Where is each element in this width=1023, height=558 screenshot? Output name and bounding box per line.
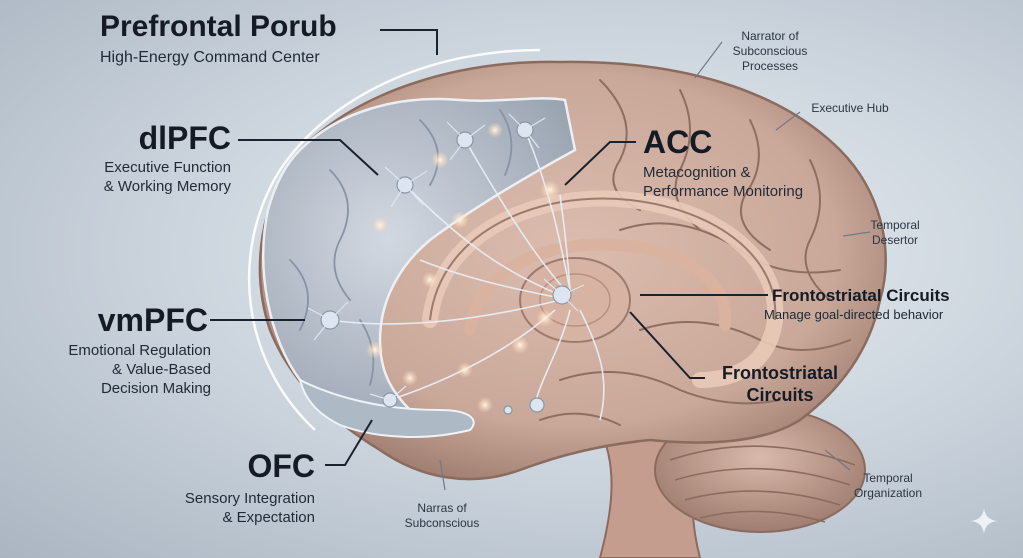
narrator-top-line2: Subconscious [732,44,808,58]
vmpfc-line3: Decision Making [100,380,211,397]
neural-pathways [329,129,605,421]
prefrontal-title: Prefrontal Porub [100,10,337,43]
pfc-folds [289,109,513,386]
ofc-title: OFC [247,448,315,484]
executive-hub: Executive Hub [811,101,889,115]
acc-line2: Performance Monitoring [643,183,804,200]
narrator-bottom-line1: Narraѕ of [417,501,467,515]
thin-leader-lines [439,41,871,491]
dlpfc-line1: Executive Function [104,159,231,176]
acc-line1: Metacognition & [643,164,751,181]
frontostriatal-title-a: Frontostriatal Circuits [772,286,950,305]
frontostriatal-subtitle-a: Manage goal-directed behavior [764,307,944,322]
vmpfc-line1: Emotional Regulation [68,342,211,359]
activity-glows [366,122,560,413]
prefrontal-region [262,97,577,412]
temporal-org-line1: Temporal [863,471,913,485]
frontostriatal-line2-b: Circuits [746,385,814,405]
temporal-desertor-line1: Temporal [870,218,920,232]
ofc-region [298,378,475,438]
frontostriatal-line1-b: Frontostriatal [721,363,838,383]
dlpfc-line2: & Working Memory [103,178,231,195]
ofc-line1: Sensory Integration [184,490,315,507]
prefrontal-arc [247,48,541,431]
gyri-folds [539,79,851,426]
temporal-org-line2: Organization [853,486,923,500]
acc-title: ACC [643,124,713,160]
narrator-top-line1: Narrator of [741,29,799,43]
vmpfc-title: vmPFC [97,302,208,338]
narrator-bottom-line2: Subconscious [404,516,480,530]
dlpfc-title: dlPFC [138,120,231,156]
dendrites [307,113,585,401]
narrator-top-line3: Processes [741,59,799,73]
striatum [519,257,631,343]
sparkle-icon [971,508,997,534]
prefrontal-subtitle: High-Energy Command Center [100,49,320,66]
vmpfc-line2: & Value-Based [112,361,211,378]
ofc-line2: & Expectation [222,509,315,526]
leader-lines [210,29,768,466]
temporal-desertor-line2: Desertor [871,233,918,247]
